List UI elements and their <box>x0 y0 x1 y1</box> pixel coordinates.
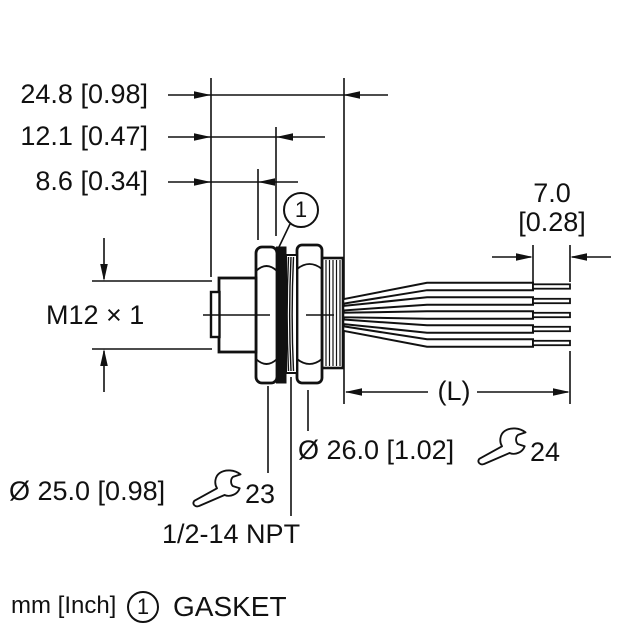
wrench-24-size: 24 <box>530 437 561 467</box>
balloon-1-marker: 1 <box>283 192 319 228</box>
strip-length-label: 7.0 [0.28] <box>512 179 592 237</box>
legend-gasket-label: GASKET <box>173 591 287 622</box>
strip-length-inch: [0.28] <box>518 207 586 237</box>
legend-balloon-number: 1 <box>136 594 150 619</box>
wrench-23-group: 23 <box>189 466 275 508</box>
wrench-icon <box>477 427 527 466</box>
stripped-wire-ends <box>532 283 571 347</box>
wire-leads <box>339 281 571 348</box>
balloon-1-number: 1 <box>294 197 308 222</box>
dim-8-6-label: 8.6 [0.34] <box>35 166 148 196</box>
wrench-24-group: 24 <box>474 424 560 466</box>
lock-nut <box>295 243 324 385</box>
hex-diameter-label: Ø 25.0 [0.98] <box>9 476 166 506</box>
cable-length-label: (L) <box>437 376 471 406</box>
conduit-thread-section <box>320 256 345 370</box>
m12-thread-label: M12 × 1 <box>46 300 145 330</box>
connector-body <box>203 243 345 385</box>
dim-24-8-label: 24.8 [0.98] <box>20 79 148 109</box>
arrowheads <box>100 91 587 396</box>
legend-balloon: 1 <box>127 591 159 623</box>
conduit-thread-label: 1/2-14 NPT <box>162 519 301 549</box>
units-note: mm [Inch] <box>11 592 117 619</box>
wrench-icon <box>192 469 242 508</box>
dim-12-1-label: 12.1 [0.47] <box>20 121 148 151</box>
wrench-23-size: 23 <box>245 479 276 509</box>
flange-diameter-label: Ø 26.0 [1.02] <box>298 435 455 465</box>
thread-between <box>285 254 298 374</box>
dimension-lines <box>92 78 611 516</box>
strip-length-mm: 7.0 <box>533 178 571 208</box>
